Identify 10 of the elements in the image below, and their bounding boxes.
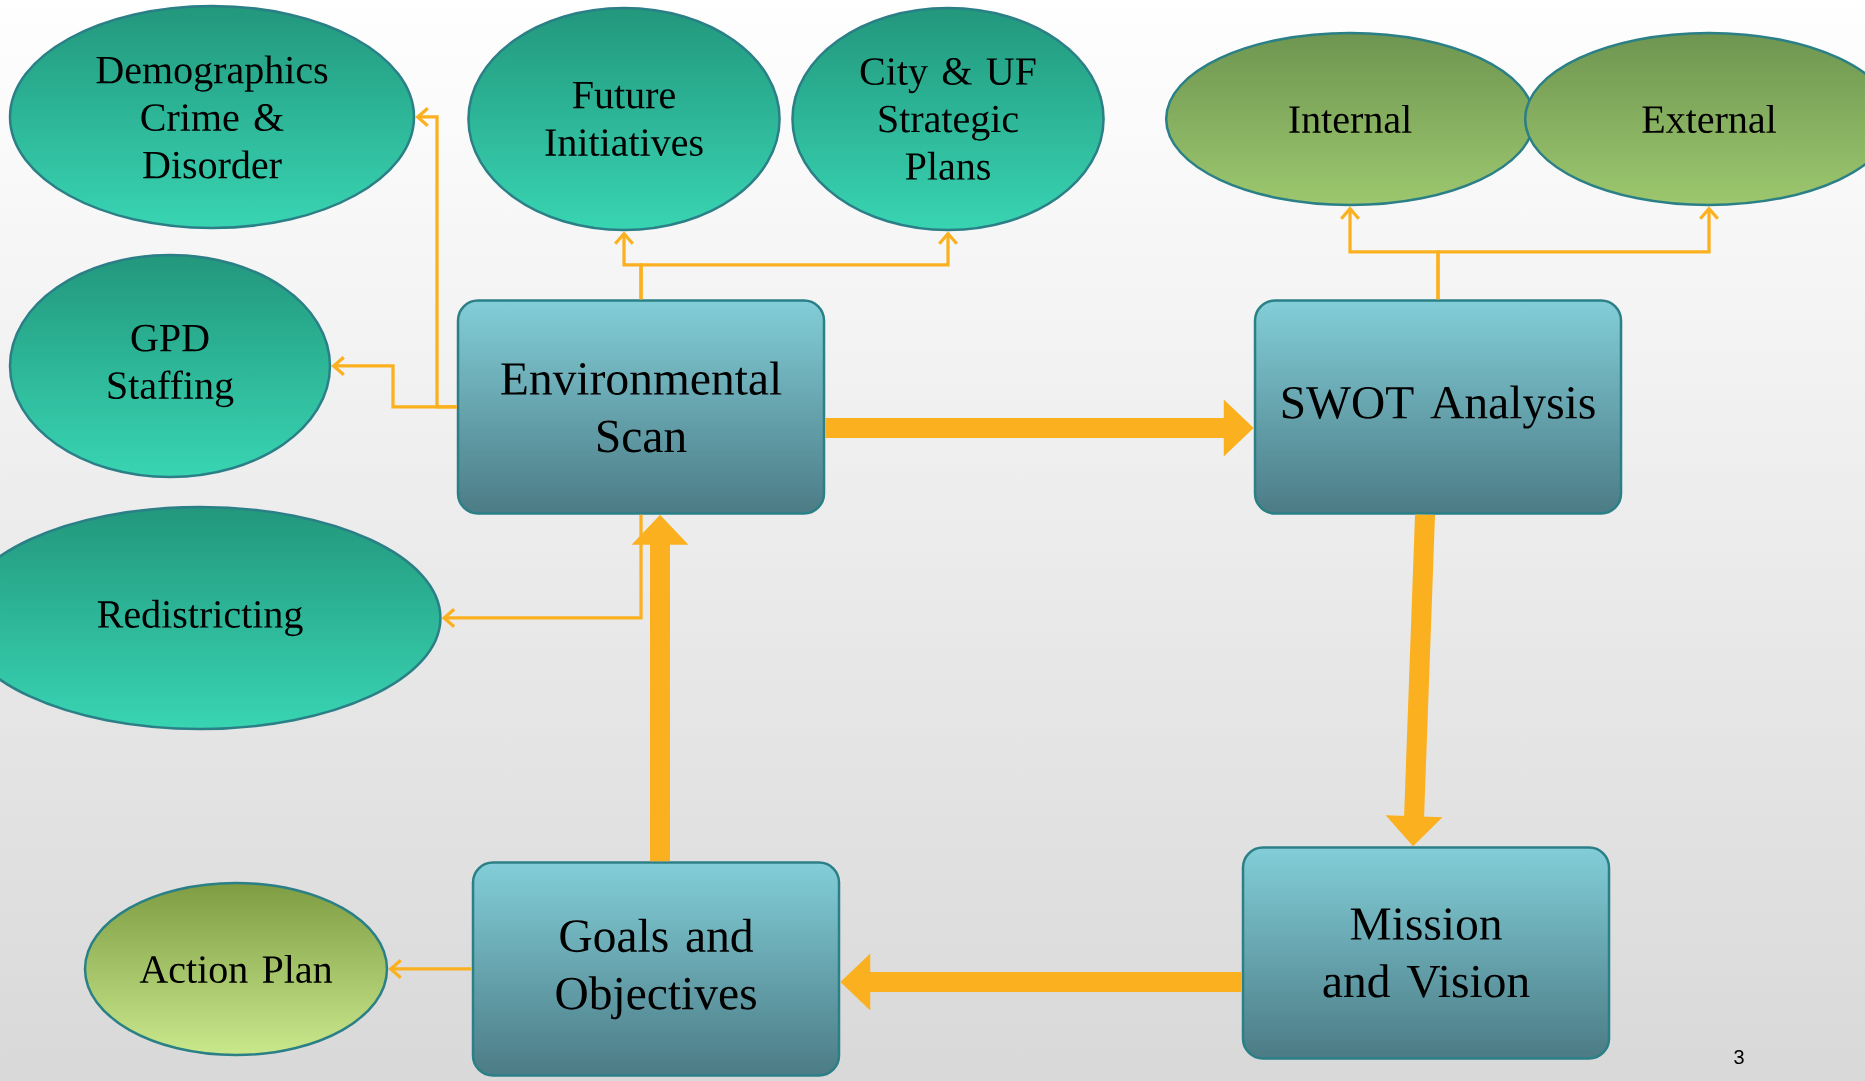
connector-arrow [441, 514, 643, 628]
process-box: SWOT Analysis [1253, 299, 1623, 515]
connector-arrow [1436, 206, 1719, 300]
process-box: Goals and Objectives [471, 861, 841, 1077]
process-box: Mission and Vision [1241, 846, 1611, 1060]
connector-arrow [331, 356, 457, 409]
page-number: 3 [1734, 1049, 1744, 1065]
connector-arrow [388, 959, 472, 979]
connector-arrow [639, 231, 958, 300]
process-box: Environmental Scan [456, 299, 826, 515]
